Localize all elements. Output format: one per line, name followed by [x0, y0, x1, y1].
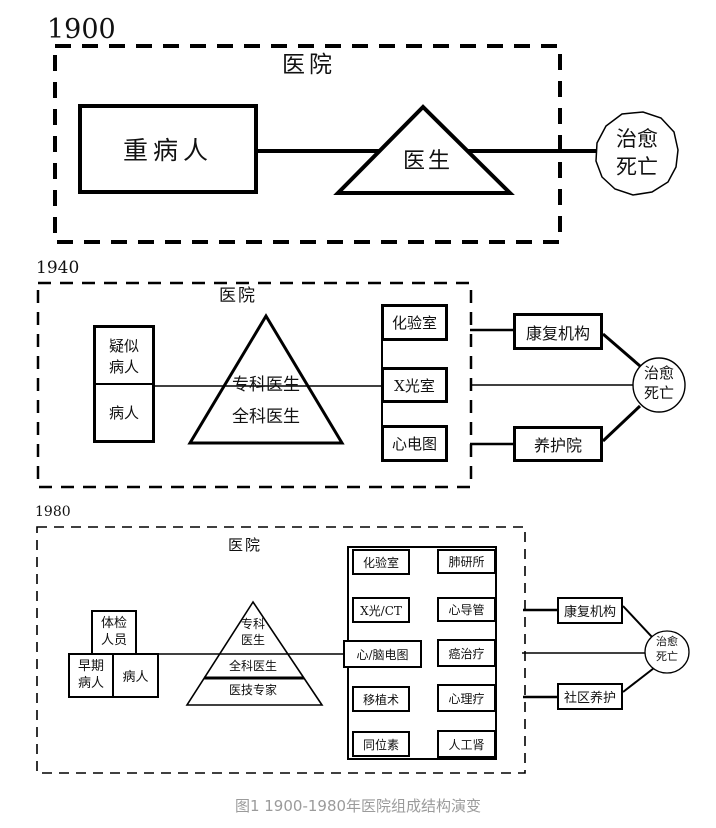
year-label-1980: 1980 [35, 504, 71, 520]
patient-cell-1940: 病人 [108, 404, 139, 422]
rehab-box-1940: 康复机构 [513, 313, 603, 350]
isotope-box-1980: 同位素 [352, 731, 410, 757]
specialist-label-1980: 专科 医生 [240, 617, 265, 647]
hospital-label-1940: 医院 [219, 286, 257, 306]
ecg-eeg-box-1980: 心/脑电图 [343, 640, 422, 668]
checkup-staff-box-1980: 体检 人员 [91, 610, 137, 655]
lab-box-1940: 化验室 [381, 304, 448, 341]
outcome-cloud-1900 [595, 111, 679, 196]
year-label-1900: 1900 [47, 14, 116, 45]
artificial-kidney-box-1980: 人工肾 [437, 730, 496, 758]
outcome-label-1980: 治愈 死亡 [656, 635, 678, 663]
figure-caption: 图1 1900-1980年医院组成结构演变 [234, 797, 482, 815]
med-tech-expert-label-1980: 医技专家 [228, 683, 277, 697]
cancer-treatment-box-1980: 癌治疗 [437, 639, 496, 667]
hospital-label-1900: 医院 [282, 52, 336, 78]
ecg-box-1940: 心电图 [381, 425, 448, 462]
doctor-triangle-1940 [187, 313, 345, 445]
suspected-patient-cell-1940: 疑似 病人 [96, 328, 152, 385]
patient-cells-1940: 疑似 病人 病人 [93, 325, 155, 443]
patient-box-1900: 重病人 [78, 104, 258, 194]
rehab-box-1980: 康复机构 [557, 597, 623, 624]
outcome-ellipse-1980 [644, 630, 690, 674]
cardiac-catheter-box-1980: 心导管 [437, 597, 496, 622]
connector-community-outcome-1980 [622, 667, 655, 693]
transplant-box-1980: 移植术 [352, 686, 410, 712]
outcome-label-1940: 治愈 死亡 [643, 364, 674, 402]
connector-rehab-outcome-1980 [622, 605, 653, 638]
hospital-boundary-1980 [36, 526, 526, 774]
connector-nursing-outcome-1940 [601, 404, 642, 443]
hospital-label-1980: 医院 [227, 536, 262, 554]
hospital-boundary-1900 [53, 44, 562, 244]
connector-rehab-outcome-1940 [602, 332, 641, 368]
generalist-label-1980: 全科医生 [228, 659, 277, 673]
outcome-ellipse-1940 [632, 357, 686, 413]
psychotherapy-box-1980: 心理疗 [437, 684, 496, 712]
xray-ct-box-1980: X光/CT [352, 597, 410, 623]
xray-box-1940: X光室 [381, 367, 448, 403]
generalist-label-1940: 全科医生 [232, 407, 300, 427]
patient-box-1980: 病人 [112, 653, 159, 698]
lung-institute-box-1980: 肺研所 [437, 549, 496, 574]
early-patient-box-1980: 早期 病人 [68, 653, 114, 698]
doctor-triangle-1900 [333, 104, 515, 195]
outcome-label-1900: 治愈 死亡 [616, 127, 658, 180]
year-label-1940: 1940 [36, 258, 80, 278]
doctor-label-1900: 医生 [402, 149, 453, 174]
specialist-label-1940: 专科医生 [232, 375, 300, 395]
nursing-home-box-1940: 养护院 [513, 426, 603, 462]
lab-box-1980: 化验室 [352, 549, 410, 575]
community-care-box-1980: 社区养护 [557, 683, 623, 710]
